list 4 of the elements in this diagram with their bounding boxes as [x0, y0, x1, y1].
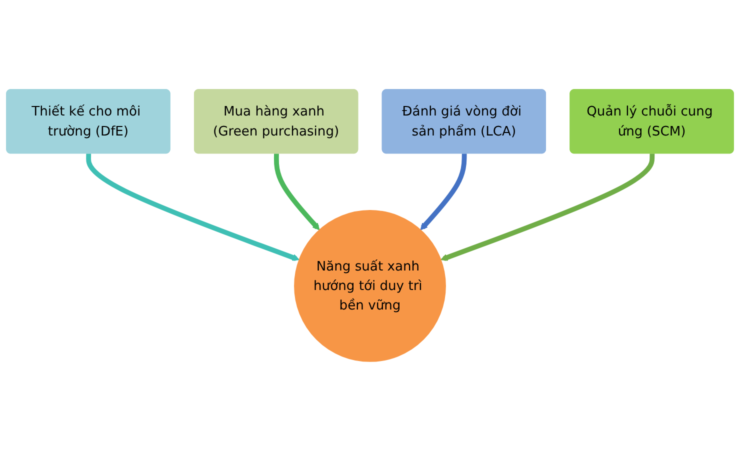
arrow — [274, 154, 320, 230]
node-circle: Năng suất xanh hướng tới duy trì bền vững — [294, 210, 446, 362]
arrow — [440, 154, 655, 261]
arrow — [420, 154, 467, 230]
